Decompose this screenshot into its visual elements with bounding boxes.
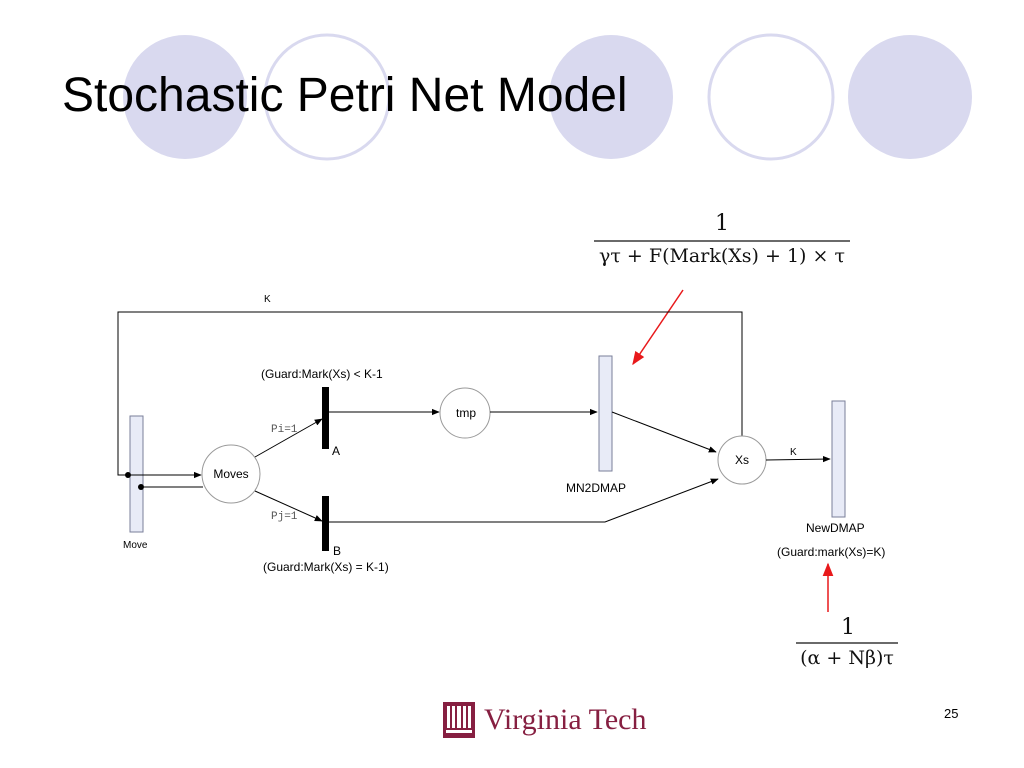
rate-mn2dmap-numerator: 1 <box>715 211 729 236</box>
rate-newdmap-denominator: (α + Nβ)τ <box>800 647 894 669</box>
pj-label: Pj=1 <box>271 511 298 523</box>
place-xs-label: Xs <box>735 453 749 467</box>
arc-xs-to-move <box>117 311 743 476</box>
transition-mn2dmap <box>598 355 613 472</box>
arc-b-to-xs <box>329 478 719 523</box>
logo-text: Virginia Tech <box>484 703 647 736</box>
guard-a-label: (Guard:Mark(Xs) < K-1 <box>261 367 383 381</box>
place-tmp <box>439 387 491 439</box>
arc-moves-to-a <box>254 418 323 458</box>
transition-b-label: B <box>333 544 341 558</box>
deco-circle-3 <box>549 35 673 159</box>
rate-newdmap-numerator: 1 <box>841 615 855 640</box>
arc-top-weight-label: K <box>264 294 271 305</box>
transition-move-label: Move <box>123 540 148 551</box>
guard-b-label: (Guard:Mark(Xs) = K-1) <box>263 560 389 574</box>
guard-newdmap-label: (Guard:mark(Xs)=K) <box>777 545 885 559</box>
transition-mn2dmap-label: MN2DMAP <box>566 481 626 495</box>
place-moves <box>201 444 261 504</box>
slide-title: Stochastic Petri Net Model <box>62 69 628 122</box>
arc-xs-newdmap-weight-label: K <box>790 447 797 458</box>
arc-junction-dot-2 <box>138 484 144 490</box>
transition-b <box>322 496 329 551</box>
place-moves-label: Moves <box>213 467 248 481</box>
arc-mn2dmap-to-xs <box>611 411 717 453</box>
pi-label: Pi=1 <box>271 424 298 436</box>
deco-circle-4 <box>707 33 835 161</box>
university-building-icon <box>443 702 475 738</box>
transition-a-label: A <box>332 444 340 458</box>
university-logo: Virginia Tech <box>442 700 646 740</box>
arc-moves-to-b <box>254 490 323 522</box>
transition-move <box>129 415 144 533</box>
deco-circle-1 <box>123 35 247 159</box>
page-number: 25 <box>944 706 959 721</box>
red-arrow-mn2dmap <box>632 289 684 366</box>
rate-formula-mn2dmap: 1 γτ + F(Mark(Xs) + 1) × τ <box>594 211 850 267</box>
deco-circle-2 <box>263 33 391 161</box>
rate-formula-newdmap: 1 (α + Nβ)τ <box>796 615 898 669</box>
transition-a <box>322 387 329 449</box>
transition-newdmap-label: NewDMAP <box>806 521 865 535</box>
arc-xs-to-newdmap <box>765 455 831 463</box>
rate-mn2dmap-denominator: γτ + F(Mark(Xs) + 1) × τ <box>599 245 845 267</box>
transition-newdmap <box>831 400 846 518</box>
deco-circle-5 <box>848 35 972 159</box>
place-tmp-label: tmp <box>456 406 476 420</box>
arc-junction-dot <box>125 472 131 478</box>
